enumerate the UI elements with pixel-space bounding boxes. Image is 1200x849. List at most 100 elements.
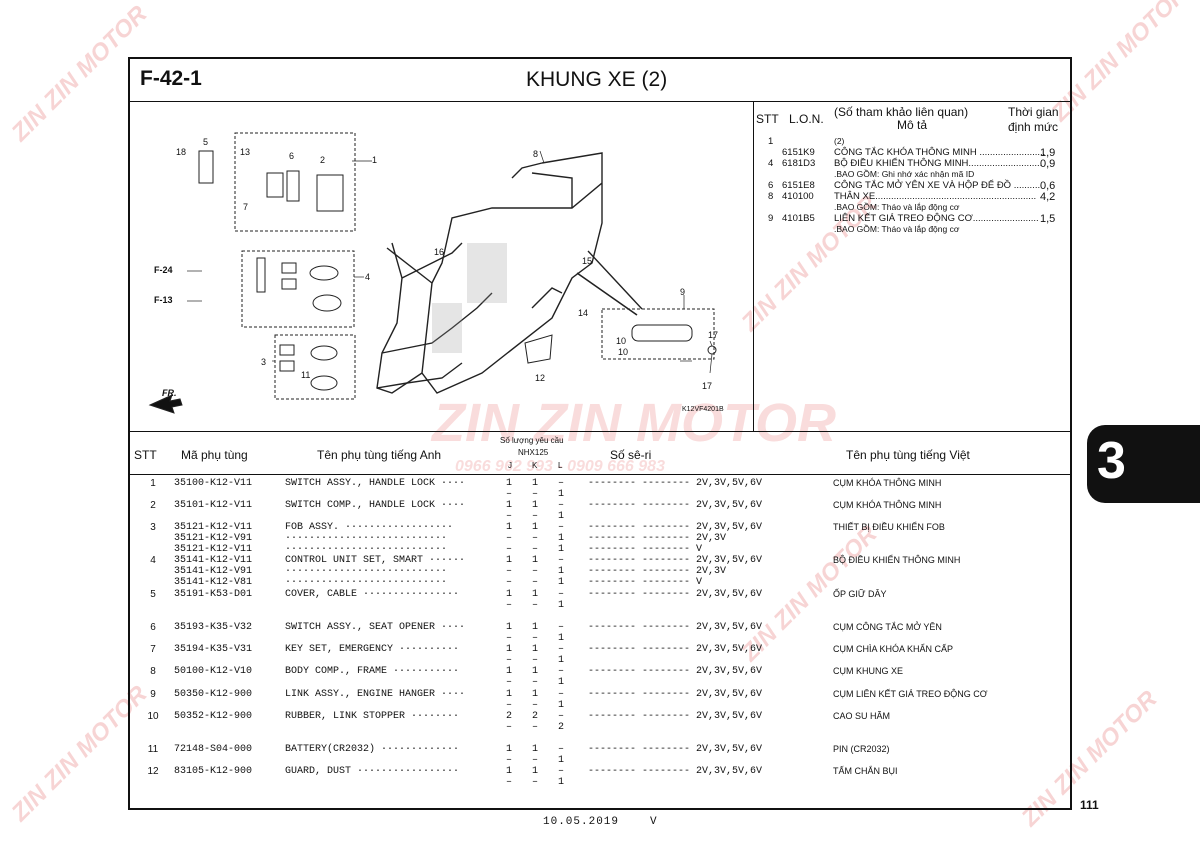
row-name-en: KEY SET, EMERGENCY ·········· — [285, 644, 460, 655]
row-name-vi: CỤM KHUNG XE — [833, 666, 904, 676]
row-name-en: SWITCH ASSY., HANDLE LOCK ···· — [285, 478, 466, 489]
row-part-number: 35141-K12-V91 — [174, 566, 253, 577]
row-stt: 3 — [150, 522, 156, 533]
row-qty-j: 1 — [505, 478, 512, 489]
ref-header-desc-1: (Số tham khảo liên quan) — [834, 105, 969, 119]
row-stt: 2 — [150, 500, 156, 511]
row-qty-j: – — [505, 489, 512, 500]
row-qty-j: 1 — [505, 500, 512, 511]
callout: 2 — [320, 155, 325, 165]
row-qty-k: 1 — [531, 744, 538, 755]
row-qty-j: – — [505, 544, 512, 555]
row-qty-l: – — [557, 766, 564, 777]
callout: 17 — [708, 330, 718, 340]
row-serial: -------- -------- 2V,3V,5V,6V — [588, 622, 763, 633]
ref-row-desc: .BAO GỒM: Ghi nhớ xác nhận mã ID — [834, 169, 975, 179]
rubber-stopper — [707, 345, 717, 355]
row-serial: -------- -------- 2V,3V,5V,6V — [588, 666, 763, 677]
row-qty-l: 1 — [557, 577, 564, 588]
row-qty-j: 1 — [505, 666, 512, 677]
row-qty-j: – — [505, 577, 512, 588]
row-serial: -------- -------- 2V,3V,5V,6V — [588, 711, 763, 722]
row-qty-l: – — [557, 478, 564, 489]
row-name-en: SWITCH COMP., HANDLE LOCK ···· — [285, 500, 466, 511]
lock-switch — [286, 170, 300, 202]
control-unit — [316, 174, 344, 212]
watermark-center: ZIN ZIN MOTOR — [432, 393, 836, 453]
row-qty-j: 1 — [505, 766, 512, 777]
row-qty-j: – — [505, 755, 512, 766]
page-frame — [128, 57, 1072, 810]
fob-body-2 — [310, 375, 338, 391]
callout: 16 — [434, 247, 444, 257]
link-assy — [631, 324, 693, 342]
row-name-en: SWITCH ASSY., SEAT OPENER ···· — [285, 622, 466, 633]
ref-row-desc: .BAO GỒM: Tháo và lắp động cơ — [834, 224, 960, 234]
ref-row-lon: 6151K9 — [782, 147, 815, 158]
seat-switch — [266, 172, 284, 198]
row-qty-k: 2 — [531, 711, 538, 722]
row-part-number: 35194-K35-V31 — [174, 644, 253, 655]
row-name-vi: CỤM LIÊN KẾT GIÁ TREO ĐỘNG CƠ — [833, 689, 988, 699]
row-name-en: ··························· — [285, 544, 448, 555]
row-qty-j: 1 — [505, 744, 512, 755]
col-header-l: L — [558, 461, 563, 470]
row-qty-j: 1 — [505, 555, 512, 566]
row-qty-k: 1 — [531, 555, 538, 566]
fob-body — [312, 294, 342, 312]
row-name-en: GUARD, DUST ················· — [285, 766, 460, 777]
ref-row-desc: CÔNG TẮC KHÓA THÔNG MINH ...............… — [834, 147, 1046, 158]
row-qty-k: 1 — [531, 522, 538, 533]
row-qty-l: 1 — [557, 533, 564, 544]
card-3 — [279, 344, 295, 356]
row-qty-k: 1 — [531, 666, 538, 677]
section-tab[interactable]: 3 — [1087, 425, 1200, 503]
row-stt: 9 — [150, 689, 156, 700]
row-qty-j: – — [505, 566, 512, 577]
watermark-phone: 0966 962 993 - 0909 666 983 — [455, 458, 665, 475]
row-name-vi: CỤM KHÓA THÔNG MINH — [833, 478, 942, 488]
row-stt: 5 — [150, 589, 156, 600]
ref-header-time-1: Thời gian — [1008, 105, 1059, 119]
row-stt: 7 — [150, 644, 156, 655]
row-qty-k: – — [531, 655, 538, 666]
row-qty-l: 1 — [557, 511, 564, 522]
row-qty-k: – — [531, 777, 538, 788]
row-serial: -------- -------- 2V,3V,5V,6V — [588, 478, 763, 489]
ref-row-desc: .BAO GỒM: Tháo và lắp động cơ — [834, 202, 960, 212]
row-qty-j: 1 — [505, 522, 512, 533]
fob-outline — [309, 265, 339, 281]
row-part-number: 35121-K12-V11 — [174, 522, 253, 533]
row-serial: -------- -------- 2V,3V,5V,6V — [588, 555, 763, 566]
leader-lines — [187, 150, 713, 374]
row-qty-l: – — [557, 711, 564, 722]
callout: 11 — [301, 370, 310, 380]
row-name-en: BATTERY(CR2032) ············· — [285, 744, 460, 755]
row-qty-j: – — [505, 677, 512, 688]
row-qty-l: – — [557, 622, 564, 633]
callout: 5 — [203, 137, 208, 147]
row-qty-l: 1 — [557, 633, 564, 644]
row-part-number: 50352-K12-900 — [174, 711, 253, 722]
row-qty-k: – — [531, 566, 538, 577]
callout: 10 — [616, 336, 626, 346]
row-qty-j: 1 — [505, 689, 512, 700]
ref-row-stt: 9 — [768, 213, 774, 224]
page-number: 111 — [1080, 798, 1099, 812]
table-header-divider — [130, 474, 1070, 475]
row-part-number: 35121-K12-V11 — [174, 544, 253, 555]
col-header-qty: Số lượng yêu cầu — [500, 436, 564, 445]
row-qty-k: 1 — [531, 689, 538, 700]
row-qty-k: – — [531, 533, 538, 544]
row-qty-k: – — [531, 511, 538, 522]
row-stt: 1 — [150, 478, 156, 489]
row-name-vi: CỤM KHÓA THÔNG MINH — [833, 500, 942, 510]
callout: 6 — [289, 151, 294, 161]
row-qty-k: 1 — [531, 766, 538, 777]
row-qty-l: 1 — [557, 700, 564, 711]
callout: 9 — [680, 287, 685, 297]
footer-date: 10.05.2019 — [543, 816, 620, 828]
bolt-15 — [587, 250, 643, 310]
row-part-number: 50100-K12-V10 — [174, 666, 253, 677]
row-name-vi: CỤM CHÌA KHÓA KHẨN CẤP — [833, 644, 954, 654]
